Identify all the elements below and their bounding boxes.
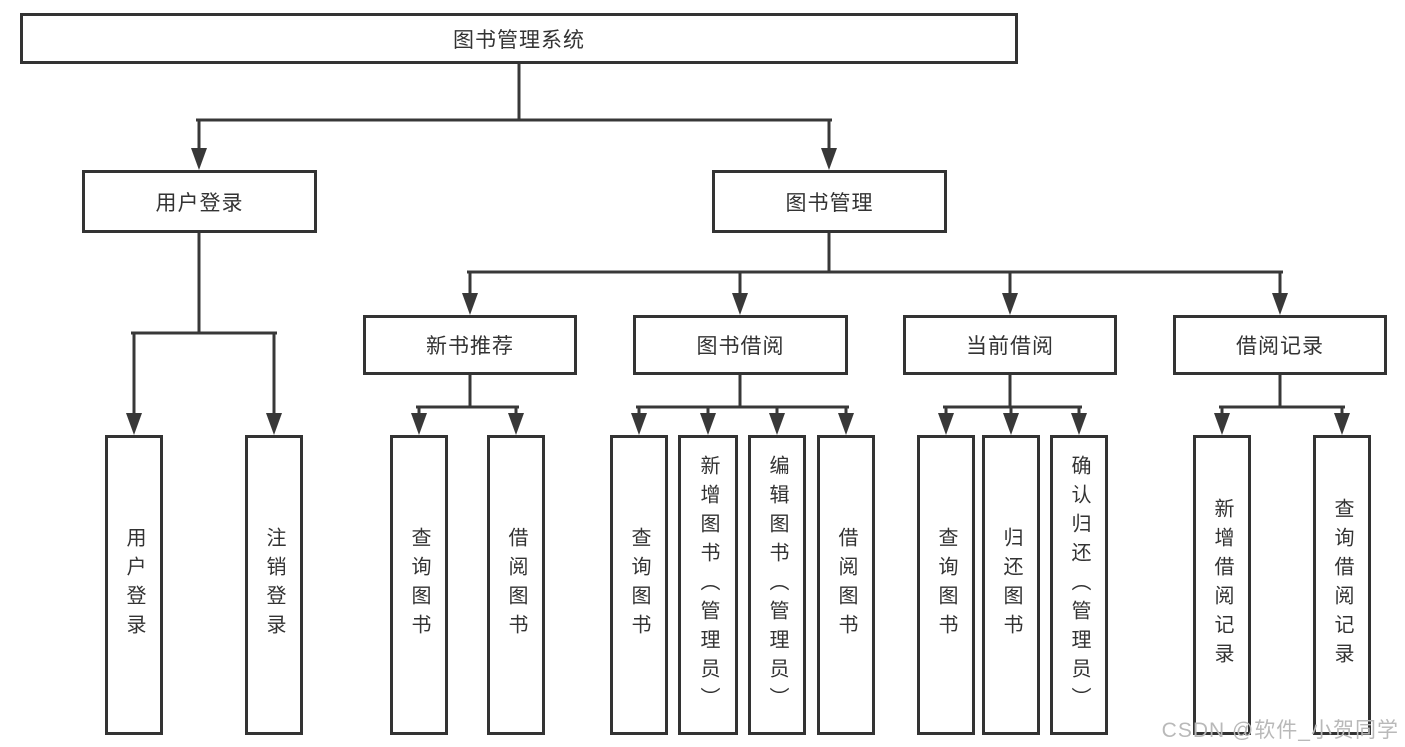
node-new-book-recommendation: 新书推荐 xyxy=(363,315,577,375)
node-label: 新增借阅记录 xyxy=(1211,498,1233,672)
node-label: 图书管理系统 xyxy=(453,28,585,52)
node-label: 图书借阅 xyxy=(696,335,785,358)
node-label: 查询图书 xyxy=(935,527,957,643)
leaf-current-query-books: 查询图书 xyxy=(917,435,975,735)
leaf-logout: 注销登录 xyxy=(245,435,303,735)
node-borrowing-records: 借阅记录 xyxy=(1173,315,1387,375)
node-label: 用户登录 xyxy=(155,191,244,215)
node-label: 编辑图书（管理员） xyxy=(766,454,788,716)
node-label: 注销登录 xyxy=(263,527,285,643)
node-label: 查询图书 xyxy=(408,527,430,643)
node-label: 当前借阅 xyxy=(966,335,1054,358)
node-label: 新书推荐 xyxy=(426,335,514,358)
leaf-recommend-query-books: 查询图书 xyxy=(390,435,448,735)
leaf-borrow-books: 借阅图书 xyxy=(817,435,875,735)
leaf-confirm-return-admin: 确认归还（管理员） xyxy=(1050,435,1108,735)
node-label: 用户登录 xyxy=(123,527,145,643)
node-label: 借阅图书 xyxy=(505,527,527,643)
csdn-watermark: CSDN @软件_小贺同学 xyxy=(1161,719,1399,742)
node-library-management-system: 图书管理系统 xyxy=(20,13,1018,64)
node-user-login: 用户登录 xyxy=(82,170,317,233)
node-label: 归还图书 xyxy=(1000,527,1022,643)
node-label: 借阅记录 xyxy=(1236,335,1324,358)
leaf-add-books-admin: 新增图书（管理员） xyxy=(678,435,738,735)
leaf-edit-books-admin: 编辑图书（管理员） xyxy=(748,435,806,735)
node-label: 新增图书（管理员） xyxy=(697,454,719,716)
leaf-return-books: 归还图书 xyxy=(982,435,1040,735)
node-book-management: 图书管理 xyxy=(712,170,947,233)
leaf-query-borrow-record: 查询借阅记录 xyxy=(1313,435,1371,735)
leaf-recommend-borrow-books: 借阅图书 xyxy=(487,435,545,735)
node-book-borrowing: 图书借阅 xyxy=(633,315,848,375)
leaf-add-borrow-record: 新增借阅记录 xyxy=(1193,435,1251,735)
node-label: 图书管理 xyxy=(785,191,874,215)
leaf-borrow-query-books: 查询图书 xyxy=(610,435,668,735)
node-label: 查询借阅记录 xyxy=(1331,498,1353,672)
leaf-user-login: 用户登录 xyxy=(105,435,163,735)
node-label: 确认归还（管理员） xyxy=(1068,454,1090,716)
node-label: 查询图书 xyxy=(628,527,650,643)
node-label: 借阅图书 xyxy=(835,527,857,643)
node-current-borrowing: 当前借阅 xyxy=(903,315,1117,375)
